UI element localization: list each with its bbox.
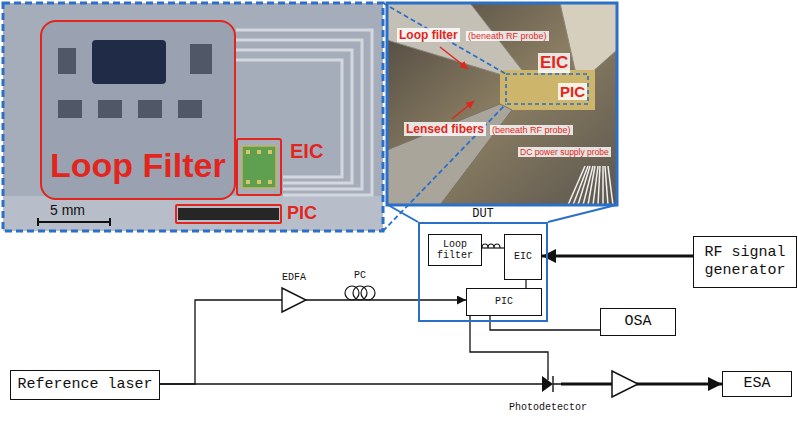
symbol-label: PC (354, 270, 366, 281)
dc-probe-pins (568, 166, 613, 205)
chip-area (500, 70, 595, 110)
pad (98, 100, 122, 118)
pad (58, 100, 82, 118)
fiber-loop (353, 286, 367, 300)
chip-pad (257, 150, 261, 154)
zoom-line (388, 205, 418, 222)
node-text: PIC (287, 203, 317, 224)
pad (190, 44, 212, 74)
optical-fiber (160, 300, 466, 384)
chip-photo (3, 3, 383, 231)
instrument-box: ESA (722, 371, 792, 397)
node-text: DUT (420, 207, 546, 221)
symbol-label: EDFA (282, 272, 306, 283)
chip-pad (246, 180, 250, 184)
chip-pad (246, 150, 250, 154)
bias-wire (482, 247, 504, 248)
bond-traces (236, 30, 372, 195)
electrical-signal-line (561, 383, 722, 386)
pic-chip (178, 208, 279, 220)
amplifier-symbol (282, 288, 306, 312)
node-text: EIC (514, 251, 532, 263)
diode-leads (535, 370, 561, 392)
pin (593, 166, 598, 205)
dut-box: Loop filterEICPICDUT (418, 222, 548, 322)
instrument-box: RF signal generator (693, 236, 797, 288)
component-box: Loop filter (428, 234, 482, 266)
chip-pad (268, 150, 272, 154)
chip-pad (257, 180, 261, 184)
pad (178, 100, 202, 118)
node-text: EIC (290, 140, 323, 163)
fiber-loop (361, 286, 375, 300)
diode-body (542, 376, 553, 392)
pad (58, 48, 76, 74)
zoom-region (506, 74, 588, 104)
optical-fiber (490, 316, 600, 330)
filter-component (92, 40, 166, 84)
photo-ground (387, 3, 617, 205)
photo-frame (387, 3, 617, 205)
scale-bar (38, 218, 110, 226)
photo-label: Lensed fibers (404, 122, 486, 136)
instrument-box: OSA (600, 308, 676, 336)
rf-drive-line (542, 255, 693, 258)
trace (236, 40, 362, 189)
scale-label: 5 mm (50, 202, 85, 218)
pin (605, 166, 608, 205)
loop-filter-area (40, 20, 236, 200)
photo-label: PIC (558, 83, 587, 100)
loop-filter-outline: Loop Filter (40, 20, 236, 200)
pad (138, 100, 162, 118)
node-text: ESA (743, 375, 770, 393)
inset-frame (3, 3, 383, 231)
amplifier-symbol (612, 371, 638, 397)
node-text: Loop filter (432, 239, 478, 262)
leader-arrow (452, 101, 474, 119)
node-text: PIC (495, 296, 513, 308)
bias-wire (525, 280, 526, 288)
fiber-loop (345, 286, 359, 300)
eic-chip (242, 146, 276, 188)
node-text: Reference laser (17, 376, 152, 394)
pic-outline: PIC (175, 204, 282, 224)
chip-photo-band (3, 196, 383, 231)
optical-fiber (160, 383, 535, 384)
zoom-line (548, 205, 616, 222)
fiber-holder (387, 104, 512, 205)
photo-label: EIC (538, 53, 570, 73)
node-text: Photodetector (509, 402, 587, 413)
node-text: RF signal generator (698, 244, 792, 280)
instrument-box: Reference laser (10, 370, 160, 400)
photodiode-outline (535, 370, 561, 398)
node-text: Loop Filter (50, 146, 226, 185)
node-text: OSA (624, 313, 651, 331)
pin (598, 166, 600, 205)
leader-arrow (440, 47, 468, 69)
photo-label: Loop filter (397, 28, 460, 42)
photo-note: (beneath RF probe) (490, 125, 573, 135)
optical-fiber (470, 316, 548, 370)
pin (568, 166, 585, 205)
pin (602, 166, 604, 205)
photodetector-symbol: Photodetector (535, 370, 561, 398)
component-box: PIC (466, 288, 542, 316)
pin (608, 166, 613, 205)
inductor-symbol (482, 244, 500, 248)
photo-note: (beneath RF probe) (466, 31, 549, 41)
component-box: EIC (504, 234, 542, 280)
chip-pad (268, 180, 272, 184)
setup-photo (387, 3, 617, 205)
eic-outline: EIC (236, 138, 282, 196)
chip-pads (246, 150, 272, 184)
trace (236, 30, 372, 195)
photo-note: DC power supply probe (518, 147, 611, 157)
